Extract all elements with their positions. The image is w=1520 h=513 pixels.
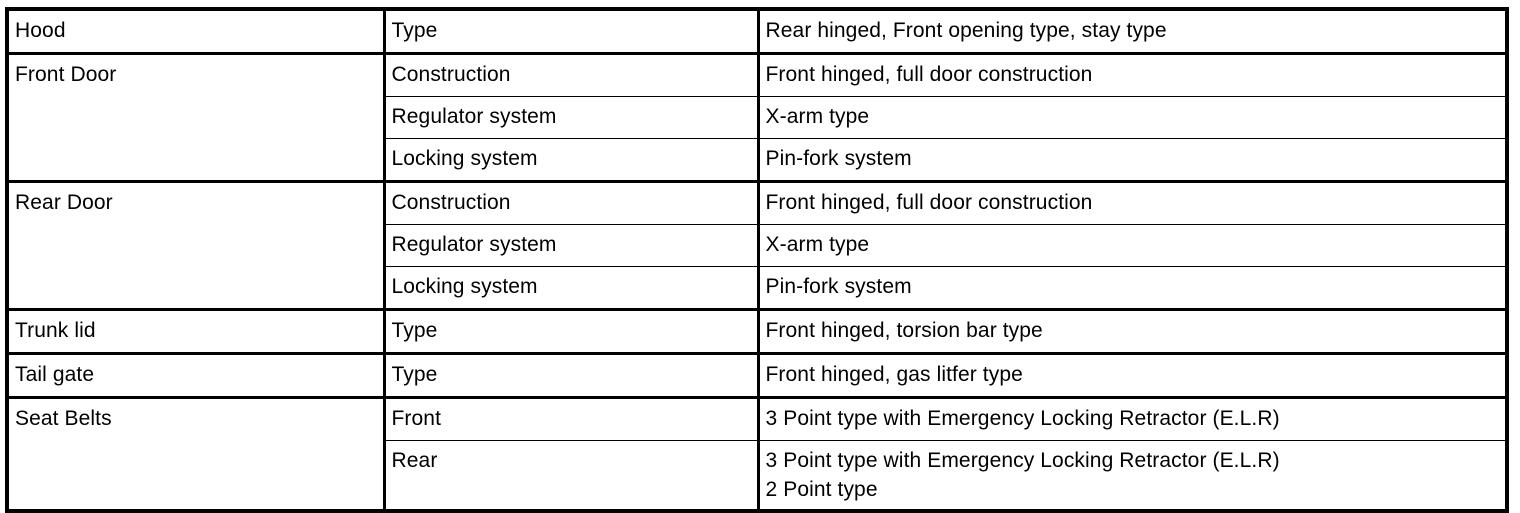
table-row: Hood Type Rear hinged, Front opening typ… — [6, 7, 1508, 54]
cell-value: Pin-fork system — [757, 266, 1508, 310]
cell-attribute: Type — [383, 352, 760, 398]
cell-component-front-door: Front Door — [6, 52, 386, 182]
cell-value: Rear hinged, Front opening type, stay ty… — [757, 7, 1508, 54]
table-row: Trunk lid Type Front hinged, torsion bar… — [6, 308, 1508, 354]
cell-value: Front hinged, full door construction — [757, 180, 1508, 225]
cell-value: X-arm type — [757, 96, 1508, 139]
cell-attribute: Locking system — [383, 138, 760, 182]
cell-attribute: Rear — [383, 440, 760, 512]
cell-value: Front hinged, torsion bar type — [757, 308, 1508, 354]
vehicle-body-spec-table: Hood Type Rear hinged, Front opening typ… — [5, 7, 1509, 513]
cell-attribute: Type — [383, 308, 760, 354]
cell-component-seat-belts: Seat Belts — [6, 396, 386, 512]
cell-value: Front hinged, gas litfer type — [757, 352, 1508, 398]
cell-component-hood: Hood — [6, 7, 386, 54]
cell-value: 3 Point type with Emergency Locking Retr… — [757, 396, 1508, 441]
table-row: Locking system Pin-fork system — [7, 138, 1508, 182]
cell-component-trunk-lid: Trunk lid — [6, 308, 386, 354]
table-row: Rear 3 Point type with Emergency Locking… — [7, 440, 1508, 512]
table-row: Regulator system X-arm type — [7, 224, 1508, 267]
table-body: Hood Type Rear hinged, Front opening typ… — [6, 7, 1508, 512]
table-row: Tail gate Type Front hinged, gas litfer … — [6, 352, 1508, 398]
table-row: Front Door Construction Front hinged, fu… — [6, 52, 1508, 182]
cell-attribute: Regulator system — [383, 224, 760, 267]
table-row: Rear Door Construction Front hinged, ful… — [6, 180, 1508, 310]
table-row: Regulator system X-arm type — [7, 96, 1508, 139]
cell-attribute: Regulator system — [383, 96, 760, 139]
cell-value: Pin-fork system — [757, 138, 1508, 182]
cell-attribute: Locking system — [383, 266, 760, 310]
cell-value: Front hinged, full door construction — [757, 52, 1508, 97]
cell-component-tail-gate: Tail gate — [6, 352, 386, 398]
cell-attribute: Construction — [383, 52, 760, 97]
cell-attribute: Construction — [383, 180, 760, 225]
cell-attribute: Front — [383, 396, 760, 441]
cell-value: X-arm type — [757, 224, 1508, 267]
cell-component-rear-door: Rear Door — [6, 180, 386, 310]
table-row: Seat Belts Front 3 Point type with Emerg… — [6, 396, 1508, 512]
cell-attribute: Type — [383, 7, 760, 54]
cell-value: 3 Point type with Emergency Locking Retr… — [757, 440, 1508, 512]
